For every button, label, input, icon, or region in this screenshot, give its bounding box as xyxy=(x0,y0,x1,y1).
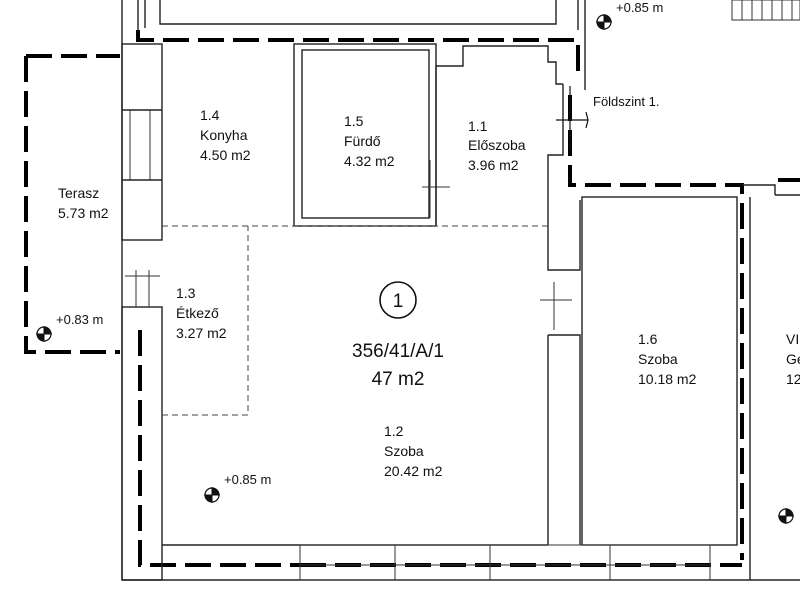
entrance-arrow-icon xyxy=(585,111,589,129)
unit-badge-number: 1 xyxy=(393,291,404,312)
level-value: +0.85 m xyxy=(616,0,663,15)
unit-area: 47 m2 xyxy=(372,369,425,390)
zone-dashes xyxy=(162,225,548,416)
level-marker-icon xyxy=(36,326,52,342)
level-value: +0.85 m xyxy=(224,472,271,487)
room-szoba-small: 1.6 Szoba 10.18 m2 xyxy=(638,331,697,387)
room-szoba-main: 1.2 Szoba 20.42 m2 xyxy=(384,423,443,479)
room-area: 4.32 m2 xyxy=(344,153,395,169)
room-name: Konyha xyxy=(200,127,248,143)
unit-badge: 1 xyxy=(379,281,417,319)
level-marker-icon xyxy=(596,14,612,30)
interior-walls xyxy=(121,0,800,581)
unit-id: 356/41/A/1 xyxy=(352,341,444,362)
room-neighbor: VII Ge 12 xyxy=(786,331,800,387)
room-name: Előszoba xyxy=(468,137,526,153)
room-name: Terasz xyxy=(58,185,99,201)
room-name: Fürdő xyxy=(344,133,381,149)
room-area: 10.18 m2 xyxy=(638,371,697,387)
room-area: 12 xyxy=(786,371,800,387)
room-area: 20.42 m2 xyxy=(384,463,443,479)
level-marker-neighbor xyxy=(778,508,794,524)
level-marker-icon xyxy=(204,487,220,503)
room-area: 5.73 m2 xyxy=(58,205,109,221)
room-area: 3.27 m2 xyxy=(176,325,227,341)
level-value: +0.83 m xyxy=(56,312,103,327)
room-number: 1.6 xyxy=(638,331,658,347)
level-marker-top-right: +0.85 m xyxy=(596,0,663,30)
level-marker-terrace: +0.83 m xyxy=(36,312,103,342)
room-name: Ge xyxy=(786,351,800,367)
room-area: 3.96 m2 xyxy=(468,157,519,173)
unit-badge-circle xyxy=(379,281,417,319)
room-furdo: 1.5 Fürdő 4.32 m2 xyxy=(344,113,395,169)
room-number: 1.5 xyxy=(344,113,364,129)
room-number: 1.4 xyxy=(200,107,220,123)
room-number: 1.2 xyxy=(384,423,404,439)
room-number: 1.3 xyxy=(176,285,196,301)
room-konyha: 1.4 Konyha 4.50 m2 xyxy=(200,107,251,163)
room-number: VII xyxy=(786,331,800,347)
building-outline xyxy=(121,0,800,581)
room-name: Szoba xyxy=(638,351,678,367)
room-area: 4.50 m2 xyxy=(200,147,251,163)
room-terasz: Terasz 5.73 m2 xyxy=(58,185,109,221)
room-number: 1.1 xyxy=(468,118,488,134)
room-eloszoba: 1.1 Előszoba 3.96 m2 xyxy=(468,118,526,173)
level-marker-main-room: +0.85 m xyxy=(204,472,271,503)
room-name: Étkező xyxy=(176,305,219,321)
entrance-marker: Földszint 1. xyxy=(556,86,659,150)
room-etkezo: 1.3 Étkező 3.27 m2 xyxy=(176,285,227,341)
floor-level-label: Földszint 1. xyxy=(593,94,659,109)
room-name: Szoba xyxy=(384,443,424,459)
